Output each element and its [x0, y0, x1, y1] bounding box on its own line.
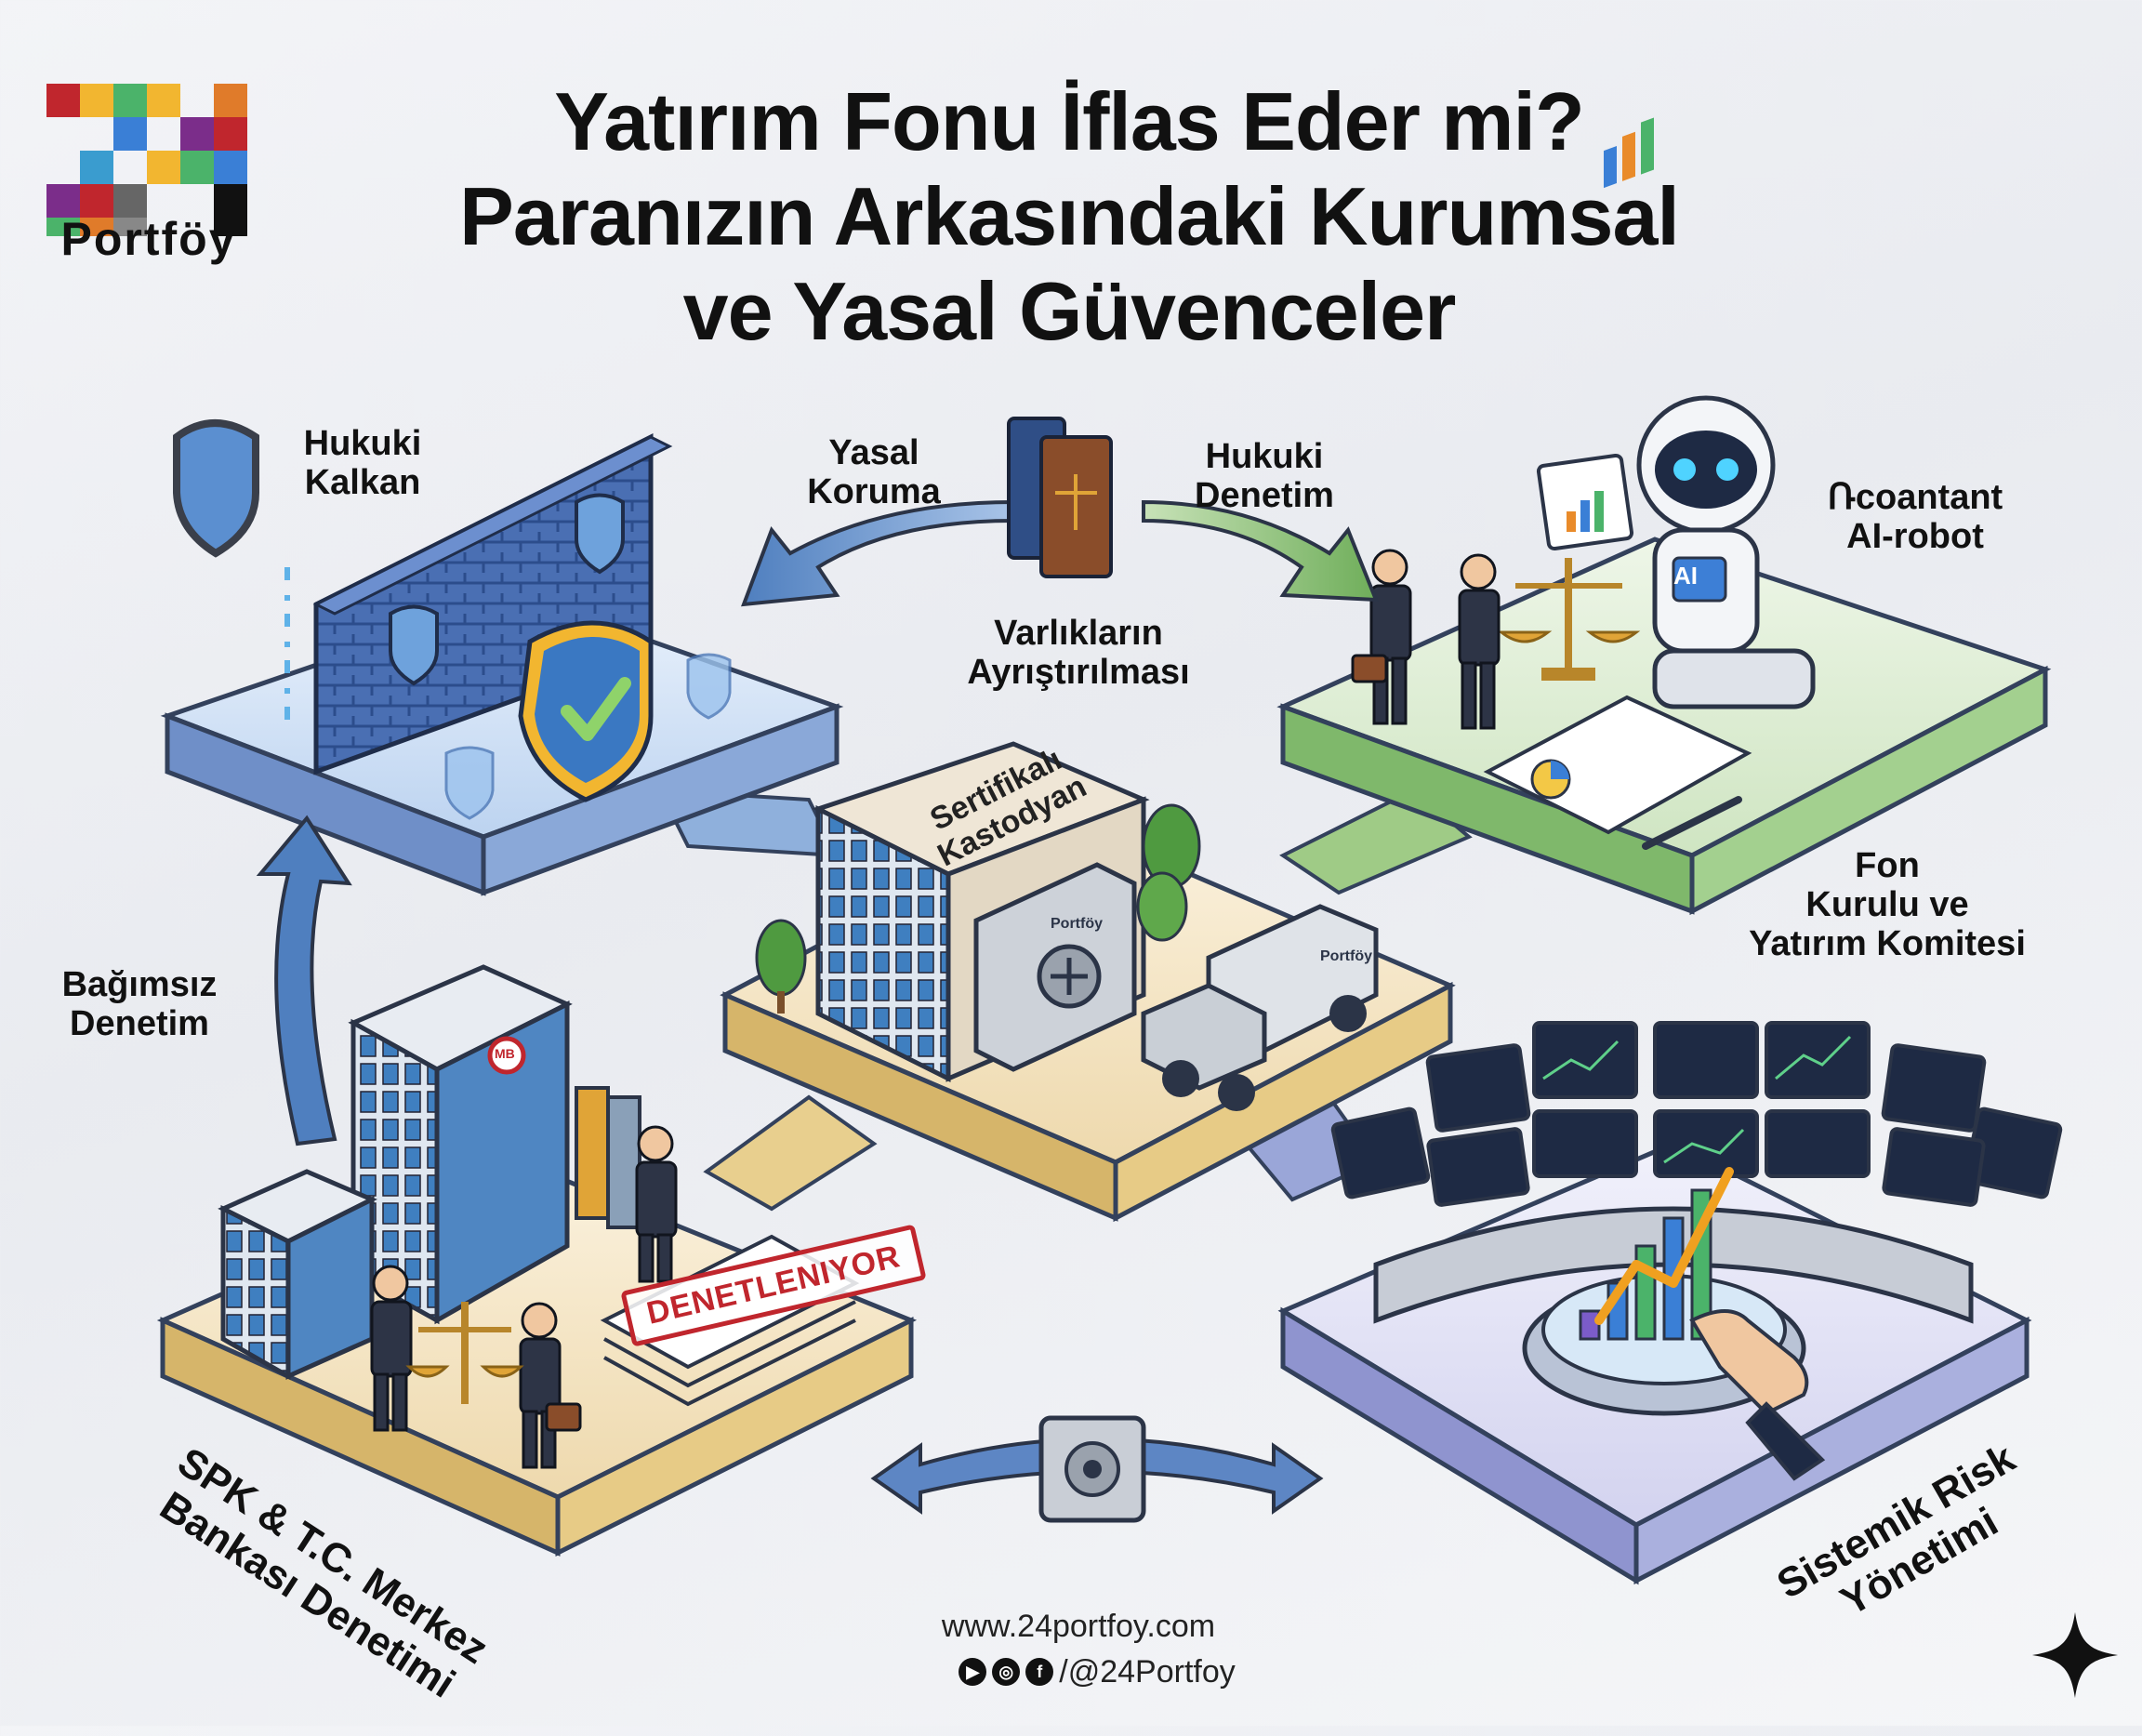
title-line-3: ve Yasal Güvenceler	[682, 265, 1457, 357]
page-title: Yatırım Fonu İflas Eder mi? Paranızın Ar…	[390, 74, 1748, 359]
instagram-icon[interactable]: ◎	[992, 1658, 1021, 1686]
website-url[interactable]: www.24portfoy.com	[941, 1609, 1216, 1644]
safe-icon	[1038, 1415, 1146, 1523]
label-hukuki-kalkan: Hukuki Kalkan	[303, 424, 422, 502]
label-varliklarin-ayristirilmasi: Varlıkların Ayrıştırılması	[967, 614, 1190, 692]
risk-management-platform	[1277, 1021, 2063, 1585]
social-handle[interactable]: /@24Portfoy	[1059, 1653, 1236, 1690]
sparkle-icon	[2031, 1611, 2119, 1699]
label-bagimsiz-denetim: Bağımsız Denetim	[61, 965, 218, 1043]
facebook-icon[interactable]: f	[1025, 1658, 1054, 1686]
label-ai-robot: Ռcoantant AI-robot	[1827, 478, 2003, 556]
ai-badge: AI	[1673, 562, 1698, 590]
brand-name: Portföy	[60, 213, 237, 265]
label-hukuki-denetim: Hukuki Denetim	[1195, 437, 1334, 515]
vault-brand: Portföy	[1051, 916, 1103, 932]
label-yasal-koruma: Yasal Koruma	[807, 433, 941, 511]
fund-committee-platform	[1276, 117, 2052, 916]
shield-icon	[173, 419, 259, 558]
bank-sign: MB	[495, 1046, 515, 1061]
title-line-1: Yatırım Fonu İflas Eder mi?	[554, 75, 1584, 167]
truck-brand: Portföy	[1320, 948, 1372, 964]
portfoy-logo	[46, 84, 247, 236]
custodian-platform	[720, 741, 1456, 1223]
label-fon-kurulu: Fon Kurulu ve Yatırım Komitesi	[1749, 846, 2026, 963]
youtube-icon[interactable]: ▶	[959, 1658, 987, 1686]
title-line-2: Paranızın Arkasındaki Kurumsal	[459, 170, 1680, 262]
legal-shield-platform	[160, 432, 844, 896]
law-books-icon	[1007, 417, 1113, 578]
social-links: ▶ ◎ f /@24Portfoy	[892, 1653, 1302, 1690]
